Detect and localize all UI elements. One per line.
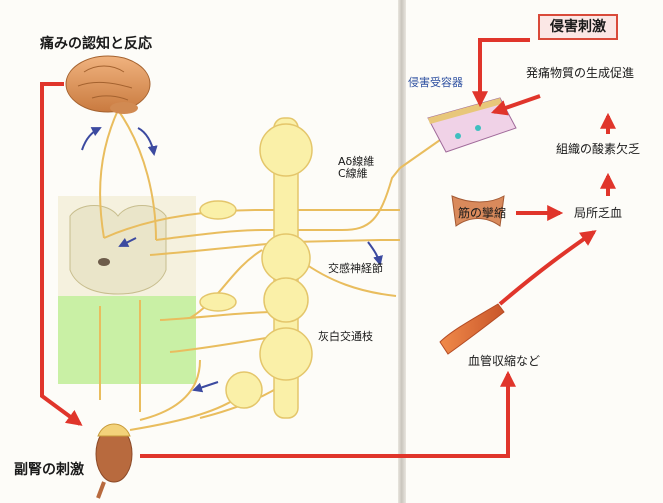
muscle-spasm-label: 筋の攣縮: [458, 206, 507, 220]
noxious-stimulus-box: 侵害刺激: [538, 14, 618, 40]
local-ischemia-label: 局所乏血: [574, 206, 623, 220]
muscle-illustration: [451, 195, 505, 227]
spinal-tract-region: [58, 296, 196, 384]
sympathetic-ganglion-label: 交感神経節: [328, 262, 383, 275]
feedback-arrows: [40, 38, 616, 458]
pain-substance-label: 発痛物質の生成促進: [526, 66, 635, 80]
grey-matter: [69, 205, 167, 295]
adrenal-stimulation-label: 副腎の刺激: [14, 462, 84, 478]
white-ramus-label: 灰白交通枝: [318, 330, 373, 343]
adrenal-kidney-illustration: [95, 423, 133, 499]
central-canal: [98, 258, 110, 266]
page-gutter: [398, 0, 406, 503]
sympathetic-trunk: [199, 117, 313, 419]
nociceptor-tissue-illustration: [427, 97, 517, 153]
nociceptor-label: 侵害受容器: [408, 76, 463, 89]
vasoconstriction-label: 血管収縮など: [468, 354, 541, 368]
blood-vessel-illustration: [439, 303, 505, 355]
signal-direction-arrows: [81, 127, 383, 393]
pain-recognition-title: 痛みの認知と反応: [40, 36, 152, 52]
nerve-fiber-label: Aδ線維 C線維: [338, 155, 375, 180]
oxygen-deficit-label: 組織の酸素欠乏: [556, 142, 641, 156]
brain-illustration: [65, 55, 151, 114]
spinal-cord-section: [58, 196, 196, 384]
